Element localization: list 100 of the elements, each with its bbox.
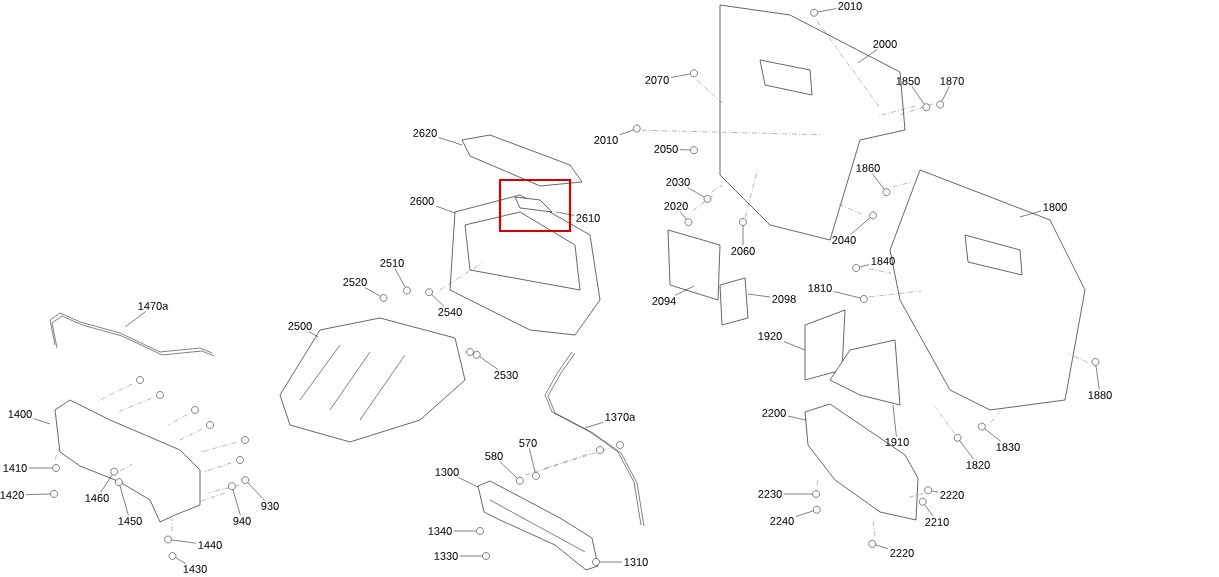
- leader-line: [453, 530, 477, 532]
- fastener-symbol: [868, 540, 876, 548]
- leader-line: [679, 149, 691, 151]
- leader-line: [850, 217, 871, 235]
- fastener-symbol: [50, 490, 58, 498]
- fastener-symbol: [592, 558, 600, 566]
- callout-number: 2540: [438, 308, 462, 316]
- callout-number: 930: [261, 502, 279, 510]
- leader-line: [619, 129, 634, 136]
- leader-line: [308, 331, 319, 338]
- callout-number: 1840: [871, 257, 895, 265]
- callout-number: 2200: [762, 409, 786, 417]
- callout-number: 570: [519, 439, 537, 447]
- leader-line: [119, 485, 129, 516]
- leader-line: [175, 557, 186, 564]
- leader-line: [479, 356, 499, 370]
- leader-line: [747, 293, 771, 298]
- leader-line: [438, 137, 463, 146]
- callout-number: 2094: [652, 297, 676, 305]
- fastener-symbol: [690, 69, 698, 78]
- fastener-symbol: [924, 486, 932, 494]
- leader-line: [984, 428, 1002, 442]
- callout-number: 1420: [0, 491, 24, 499]
- leader-line: [1019, 210, 1042, 218]
- fastener-symbol: [978, 422, 986, 431]
- fastener-symbol: [532, 472, 540, 480]
- leader-line: [435, 205, 456, 214]
- leader-line: [892, 404, 897, 437]
- leader-line: [787, 415, 807, 421]
- fastener-symbol: [812, 490, 820, 498]
- leader-line: [959, 440, 975, 460]
- callout-number: 1460: [85, 494, 109, 502]
- fastener-symbol: [953, 434, 962, 442]
- leader-line: [742, 225, 744, 246]
- leader-line: [783, 493, 813, 495]
- fastener-symbol: [882, 188, 891, 196]
- fastener-symbol: [425, 288, 433, 296]
- callout-number: 1850: [896, 77, 920, 85]
- callout-number: 2240: [770, 517, 794, 525]
- leader-line: [28, 467, 53, 469]
- fastener-symbol: [472, 350, 481, 359]
- callout-number: 2520: [343, 278, 367, 286]
- fastener-symbol: [684, 218, 693, 226]
- fastener-symbol: [703, 195, 712, 203]
- callout-number: 2230: [758, 490, 782, 498]
- callout-number: 1430: [183, 565, 207, 573]
- leader-line: [364, 287, 381, 297]
- leader-line: [875, 544, 889, 549]
- fastener-symbol: [936, 100, 944, 109]
- callout-number: 2530: [494, 371, 518, 379]
- callout-number: 2050: [654, 145, 678, 153]
- leader-line: [931, 490, 939, 493]
- leader-line: [1095, 365, 1100, 390]
- fastener-symbol: [168, 552, 177, 560]
- callout-number: 580: [485, 452, 503, 460]
- callout-number: 1450: [118, 517, 142, 525]
- leader-line: [941, 86, 950, 102]
- leader-line: [499, 461, 518, 479]
- fastener-symbol: [852, 264, 860, 272]
- callout-number: 2020: [664, 202, 688, 210]
- leader-line: [674, 285, 695, 296]
- leader-line: [833, 291, 861, 299]
- fastener-symbol: [110, 467, 118, 476]
- fastener-symbol: [516, 477, 524, 485]
- fastener-symbol: [164, 535, 172, 544]
- callout-number: 2040: [832, 236, 856, 244]
- callout-number: 1810: [808, 284, 832, 292]
- leader-line: [584, 422, 604, 429]
- fastener-symbol: [633, 124, 641, 133]
- callout-number: 1860: [856, 164, 880, 172]
- callout-number: 1820: [966, 461, 990, 469]
- callout-number: 1330: [434, 552, 458, 560]
- leader-line: [459, 555, 483, 557]
- callout-number: 1830: [996, 443, 1020, 451]
- leader-line: [680, 211, 687, 220]
- callout-number: 2620: [413, 129, 437, 137]
- leader-line: [911, 86, 925, 105]
- leader-line: [232, 489, 241, 516]
- leader-line: [857, 49, 878, 64]
- callout-number: 1800: [1043, 203, 1067, 211]
- callout-number: 2070: [645, 76, 669, 84]
- callout-number: 2030: [666, 178, 690, 186]
- callout-number: 1440: [198, 541, 222, 549]
- leader-line: [924, 504, 934, 517]
- fastener-symbol: [1091, 358, 1100, 366]
- callout-number: 1310: [624, 558, 648, 566]
- fastener-symbol: [739, 218, 747, 226]
- fastener-symbol: [228, 482, 236, 490]
- callout-number: 2060: [731, 247, 755, 255]
- callout-number: 1340: [428, 527, 452, 535]
- leader-line: [529, 448, 536, 473]
- callout-number: 2600: [410, 197, 434, 205]
- fastener-symbol: [482, 552, 490, 560]
- callout-number: 2010: [838, 2, 862, 10]
- leader-line: [555, 211, 575, 216]
- fastener-symbol: [922, 103, 931, 112]
- callout-number: 1880: [1088, 391, 1112, 399]
- leader-line: [431, 294, 445, 307]
- callout-number: 2610: [576, 214, 600, 222]
- leader-line: [171, 539, 197, 544]
